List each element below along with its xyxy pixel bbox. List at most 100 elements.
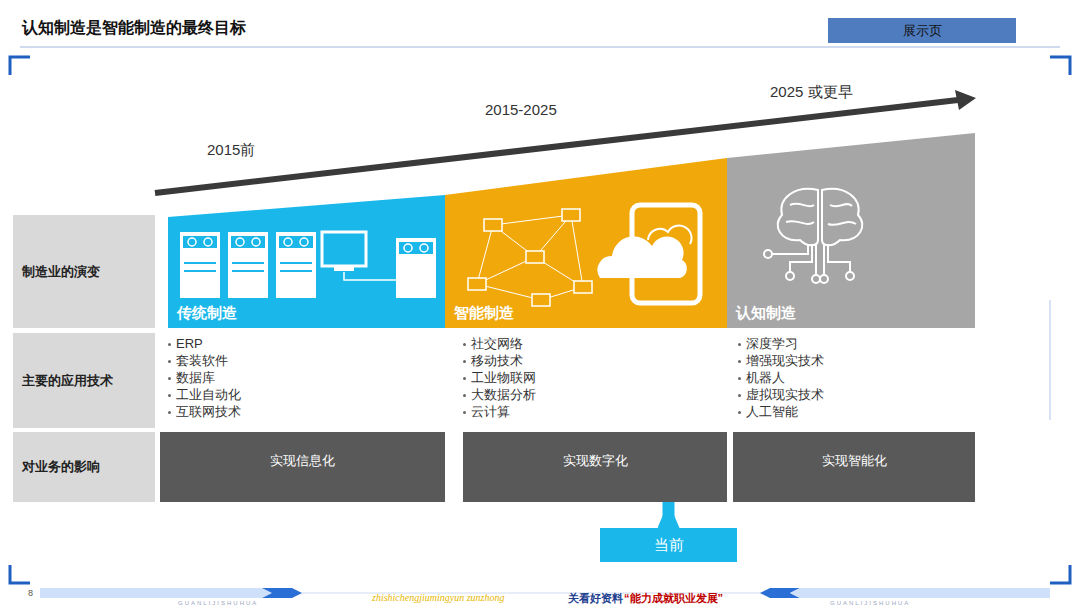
technology-item: 移动技术 bbox=[463, 353, 523, 369]
drawing-stroke bbox=[477, 225, 493, 284]
technology-item: 机器人 bbox=[738, 370, 785, 386]
technology-item: 工业自动化 bbox=[168, 387, 241, 403]
drawing-stroke bbox=[493, 215, 571, 225]
technology-item: 人工智能 bbox=[738, 404, 798, 420]
drawing-stroke bbox=[574, 281, 592, 293]
technology-item: 套装软件 bbox=[168, 353, 228, 369]
corner-bracket bbox=[10, 565, 30, 583]
drawing-stroke bbox=[562, 209, 580, 221]
footer-watermark: GUANLIJISHUHUA bbox=[830, 600, 910, 606]
drawing-stroke bbox=[445, 158, 727, 328]
stage-panel: 认知制造 bbox=[727, 133, 975, 328]
drawing-stroke bbox=[188, 238, 196, 246]
drawing-stroke bbox=[322, 232, 366, 266]
drawing-stroke bbox=[279, 236, 313, 248]
node-text: 制造业的演变 bbox=[22, 263, 100, 281]
row-header: 主要的应用技术 bbox=[13, 333, 155, 428]
pointer-arrow bbox=[663, 502, 675, 528]
period-label: 2015-2025 bbox=[485, 101, 557, 118]
stage-icon bbox=[180, 232, 436, 298]
title-rule bbox=[20, 47, 1060, 48]
drawing-stroke bbox=[276, 232, 316, 298]
impact-box: 实现数字化 bbox=[463, 432, 727, 502]
technology-item: ERP bbox=[168, 336, 203, 352]
technology-item: 增强现实技术 bbox=[738, 353, 824, 369]
drawing-stroke bbox=[204, 238, 212, 246]
drawing-stroke bbox=[232, 262, 264, 264]
stage-panel: 传统制造 bbox=[168, 195, 445, 328]
drawing-stroke bbox=[846, 272, 854, 280]
drawing-stroke bbox=[526, 251, 544, 263]
node-text: 实现数字化 bbox=[563, 452, 628, 470]
node-text: 主要的应用技术 bbox=[22, 372, 113, 390]
technology-item: 云计算 bbox=[463, 404, 510, 420]
row-header: 对业务的影响 bbox=[13, 432, 155, 502]
node-text: 实现信息化 bbox=[270, 452, 335, 470]
corner-bracket bbox=[10, 57, 30, 75]
node-text: 对业务的影响 bbox=[22, 458, 100, 476]
corner-bracket bbox=[1050, 57, 1070, 75]
drawing-stroke bbox=[183, 236, 217, 248]
drawing-stroke bbox=[484, 219, 502, 231]
drawing-stroke bbox=[232, 270, 264, 272]
drawing-stroke bbox=[300, 238, 308, 246]
drawing-stroke bbox=[334, 266, 354, 271]
footer-watermark: zhishichengjiumingyun zunzhong bbox=[372, 592, 505, 603]
drawing-stroke bbox=[180, 232, 220, 298]
current-marker: 当前 bbox=[600, 528, 737, 562]
footer-watermark: GUANLIJISHUHUA bbox=[178, 600, 258, 606]
drawing-stroke bbox=[280, 270, 312, 272]
footer-slogan: 关看好资料 bbox=[568, 591, 623, 606]
drawing-stroke bbox=[822, 189, 862, 245]
drawing-stroke bbox=[344, 272, 396, 280]
drawing-stroke bbox=[420, 244, 428, 252]
page-title: 认知制造是智能制造的最终目标 bbox=[22, 18, 246, 39]
drawing-stroke bbox=[468, 278, 486, 290]
drawing-stroke bbox=[228, 232, 268, 298]
node-text: 传统制造 bbox=[177, 304, 237, 323]
node-text: 展示页 bbox=[903, 22, 942, 40]
footer-bar bbox=[790, 588, 1050, 598]
corner-bracket bbox=[1050, 565, 1070, 583]
timeline-arrowhead bbox=[955, 90, 976, 110]
drawing-stroke bbox=[396, 238, 436, 298]
footer-bar bbox=[262, 588, 302, 598]
drawing-stroke bbox=[727, 133, 975, 328]
technology-item: 互联网技术 bbox=[168, 404, 241, 420]
footer-slogan: “能力成就职业发展” bbox=[624, 591, 723, 606]
stage-icon bbox=[468, 205, 700, 306]
drawing-stroke bbox=[532, 294, 550, 306]
footer-bar bbox=[40, 588, 272, 598]
technology-item: 工业物联网 bbox=[463, 370, 536, 386]
drawing-stroke bbox=[168, 195, 445, 328]
drawing-stroke bbox=[597, 236, 686, 278]
drawing-stroke bbox=[772, 244, 850, 275]
stage-panel: 智能制造 bbox=[445, 158, 727, 328]
drawing-stroke bbox=[231, 236, 265, 248]
drawing-stroke bbox=[764, 250, 772, 258]
page-number: 8 bbox=[28, 588, 33, 598]
node-text: 实现智能化 bbox=[822, 452, 887, 470]
drawing-stroke bbox=[778, 189, 818, 245]
drawing-stroke bbox=[252, 238, 260, 246]
technology-item: 社交网络 bbox=[463, 336, 523, 352]
row-header: 制造业的演变 bbox=[13, 215, 155, 328]
tab-button: 展示页 bbox=[828, 18, 1016, 43]
impact-box: 实现智能化 bbox=[733, 432, 975, 502]
drawing-stroke bbox=[236, 238, 244, 246]
stage-icon bbox=[764, 189, 862, 283]
period-label: 2025 或更早 bbox=[770, 83, 853, 102]
panel-shape bbox=[445, 158, 727, 328]
panel-shape bbox=[727, 133, 975, 328]
node-text: 智能制造 bbox=[454, 304, 514, 323]
node-text: 认知制造 bbox=[736, 304, 796, 323]
side-rule bbox=[1049, 300, 1051, 420]
drawing-stroke bbox=[280, 262, 312, 264]
technology-item: 数据库 bbox=[168, 370, 215, 386]
drawing-stroke bbox=[184, 262, 216, 264]
drawing-stroke bbox=[284, 238, 292, 246]
drawing-stroke bbox=[786, 272, 794, 280]
drawing-stroke bbox=[404, 244, 412, 252]
